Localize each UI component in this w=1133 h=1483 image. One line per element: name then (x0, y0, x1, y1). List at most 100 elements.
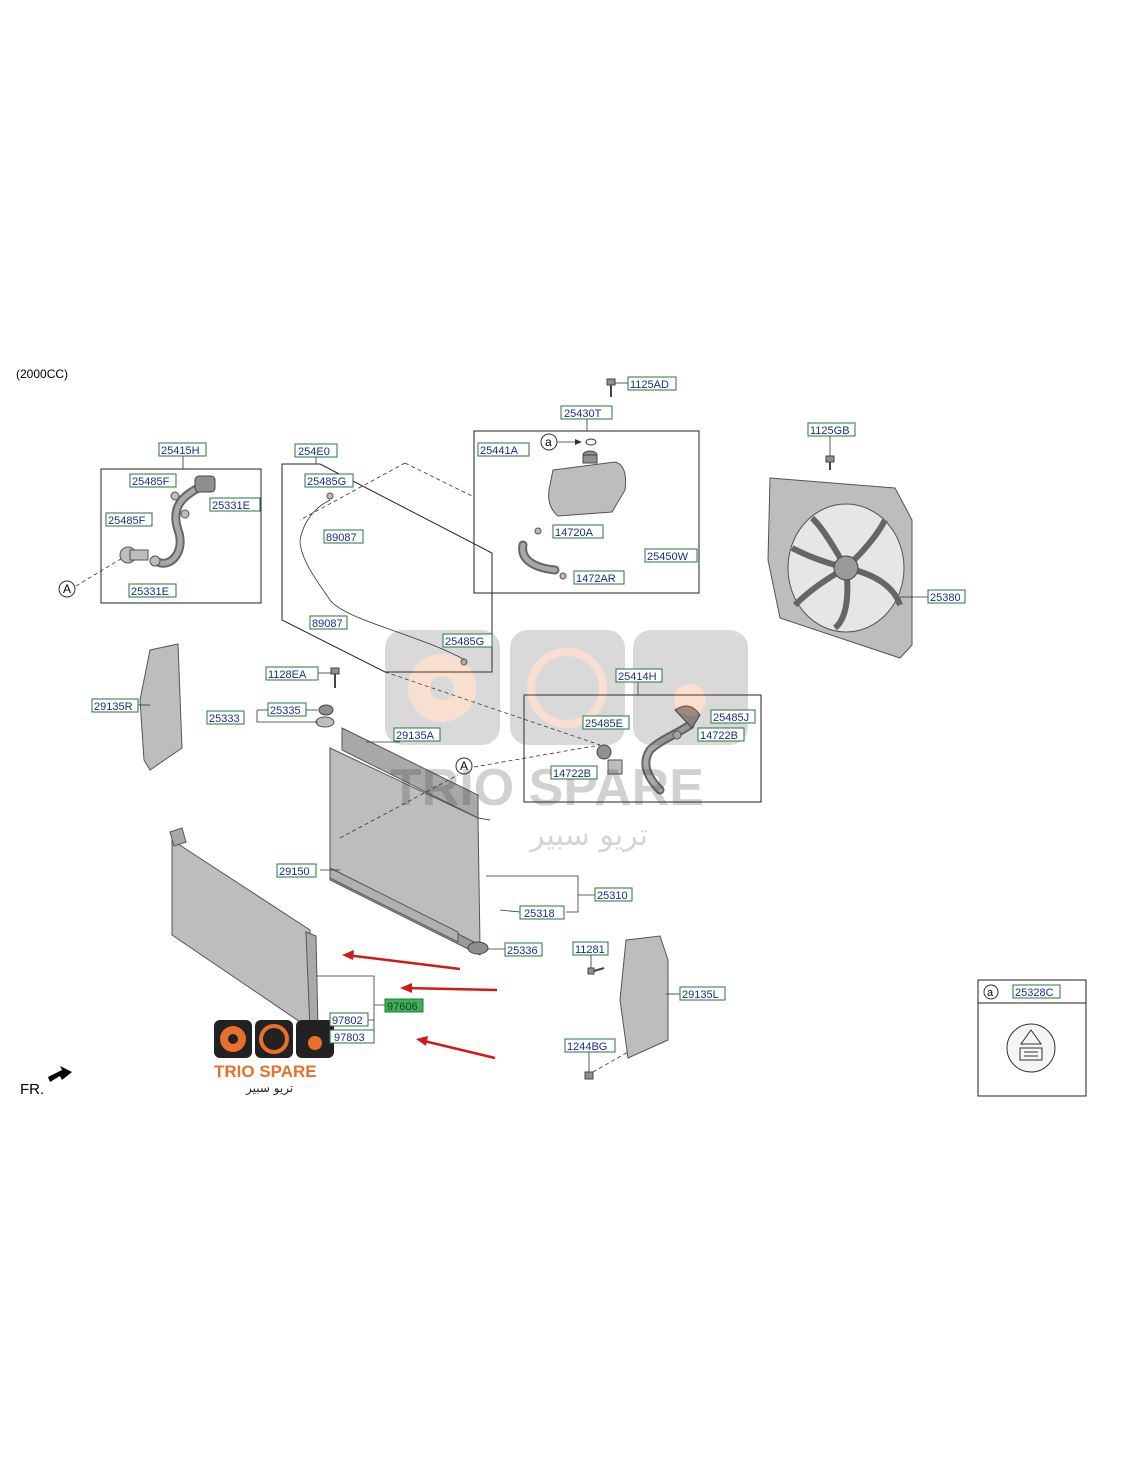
callout-text: 25441A (480, 445, 519, 457)
callout-box (697, 727, 745, 742)
callout-text: 25485F (132, 476, 170, 488)
callout-29135L[interactable]: 29135L (679, 986, 726, 1001)
callout-25310[interactable]: 25310 (594, 887, 633, 902)
callout-box (564, 1038, 616, 1053)
callout-box (477, 442, 530, 457)
callout-box (309, 615, 348, 630)
callout-25328C[interactable]: 25328C (1012, 984, 1061, 999)
callout-1125AD[interactable]: 1125AD (627, 376, 677, 391)
callout-box (304, 473, 354, 488)
callout-25414H[interactable]: 25414H (615, 668, 663, 683)
reservoir-group-frame (473, 430, 700, 594)
callout-25441A[interactable]: 25441A (477, 442, 530, 457)
callout-25318[interactable]: 25318 (519, 905, 565, 920)
callout-25336[interactable]: 25336 (504, 942, 543, 957)
callout-text: 25485E (585, 718, 623, 730)
callout-25430T[interactable]: 25430T (560, 405, 613, 420)
callout-29135R[interactable]: 29135R (91, 698, 139, 713)
callout-text: 25485J (713, 712, 749, 724)
callout-89087-a[interactable]: 89087 (323, 529, 364, 544)
callout-97802[interactable]: 97802 (329, 1012, 369, 1027)
logo-arabic-text: تريو سبير (245, 1081, 293, 1096)
hose-group-frame-right (523, 694, 762, 803)
callout-text: 29150 (279, 866, 310, 878)
callout-254E0[interactable]: 254E0 (294, 443, 338, 458)
callout-box (573, 570, 625, 585)
callout-text: 97802 (332, 1015, 363, 1027)
front-arrow-icon (48, 1066, 72, 1082)
callout-labels: 1125AD 25430T 25441A 14720A 25450W 1472A… (91, 376, 1061, 1053)
seal-29150 (329, 867, 459, 943)
callout-97803[interactable]: 97803 (329, 1029, 375, 1044)
callout-1125GB[interactable]: 1125GB (807, 422, 856, 437)
callout-box (91, 698, 139, 713)
callout-text: 1244BG (567, 1041, 607, 1053)
callout-box (323, 529, 364, 544)
callout-text: 25450W (647, 551, 689, 563)
callout-25331E-b[interactable]: 25331E (128, 583, 177, 598)
callout-25485E[interactable]: 25485E (582, 715, 630, 730)
callout-box (128, 583, 177, 598)
callout-box (206, 710, 245, 725)
callout-text: 25318 (524, 908, 555, 920)
callout-text: 25485F (108, 515, 146, 527)
marker-A-left (58, 580, 76, 598)
callout-25333[interactable]: 25333 (206, 710, 245, 725)
hose-group-frame-left (100, 468, 262, 604)
callout-14722B-a[interactable]: 14722B (697, 727, 745, 742)
callout-box (627, 376, 677, 391)
callout-box (927, 589, 966, 604)
callout-text: 25380 (930, 592, 961, 604)
callout-25485F-b[interactable]: 25485F (105, 512, 153, 527)
callout-1472AR[interactable]: 1472AR (573, 570, 625, 585)
callout-14720A[interactable]: 14720A (552, 524, 604, 539)
callout-25450W[interactable]: 25450W (644, 548, 698, 563)
callout-text: 11281 (575, 944, 605, 956)
callout-text: 25335 (270, 705, 301, 717)
bracket-25333 (315, 716, 335, 728)
air-guard-29135L (619, 935, 669, 1059)
callout-29150[interactable]: 29150 (276, 863, 317, 878)
callout-text: 14720A (555, 527, 594, 539)
callout-25485G-a[interactable]: 25485G (304, 473, 354, 488)
callout-25485J[interactable]: 25485J (710, 709, 756, 724)
callout-box (615, 668, 663, 683)
bolt-1125AD (606, 378, 616, 397)
callout-text: 25331E (212, 500, 250, 512)
callout-text: 1125AD (630, 379, 669, 391)
callout-89087-b[interactable]: 89087 (309, 615, 348, 630)
callout-25485F-a[interactable]: 25485F (129, 473, 177, 488)
callout-box (552, 524, 604, 539)
callout-box (679, 986, 726, 1001)
callout-box (209, 497, 261, 512)
callout-text: 1472AR (576, 573, 616, 585)
callout-1128EA[interactable]: 1128EA (265, 666, 319, 681)
callout-text: 25331E (131, 586, 169, 598)
callout-25335[interactable]: 25335 (267, 702, 307, 717)
inset-marker-a: a (987, 987, 994, 999)
bolt-11281 (587, 967, 605, 975)
callout-text: 25336 (507, 945, 538, 957)
marker-a-reservoir (540, 433, 558, 451)
callout-box (710, 709, 756, 724)
insulator-25335 (318, 704, 334, 716)
marker-A-radiator-text: A (460, 759, 468, 773)
callout-25331E-a[interactable]: 25331E (209, 497, 261, 512)
marker-A-left-text: A (63, 582, 71, 596)
callout-14722B-b[interactable]: 14722B (550, 765, 598, 780)
callout-25415H[interactable]: 25415H (158, 442, 207, 457)
watermark-brand: TRIO SPARE (390, 759, 704, 817)
callout-11281[interactable]: 11281 (572, 941, 609, 956)
marker-a-reservoir-text: a (545, 435, 552, 449)
callout-25485G-b[interactable]: 25485G (442, 633, 493, 648)
callout-1244BG[interactable]: 1244BG (564, 1038, 616, 1053)
callout-29135A[interactable]: 29135A (393, 727, 441, 742)
callout-text: 14722B (553, 768, 591, 780)
engine-label: (2000CC) (16, 367, 68, 381)
callout-25380[interactable]: 25380 (927, 589, 966, 604)
hose-left-illustration (119, 475, 216, 568)
callout-box (504, 942, 543, 957)
logo-brand-text: TRIO SPARE (214, 1062, 317, 1081)
callout-97606[interactable]: 97606 (384, 998, 424, 1013)
callout-box (594, 887, 633, 902)
